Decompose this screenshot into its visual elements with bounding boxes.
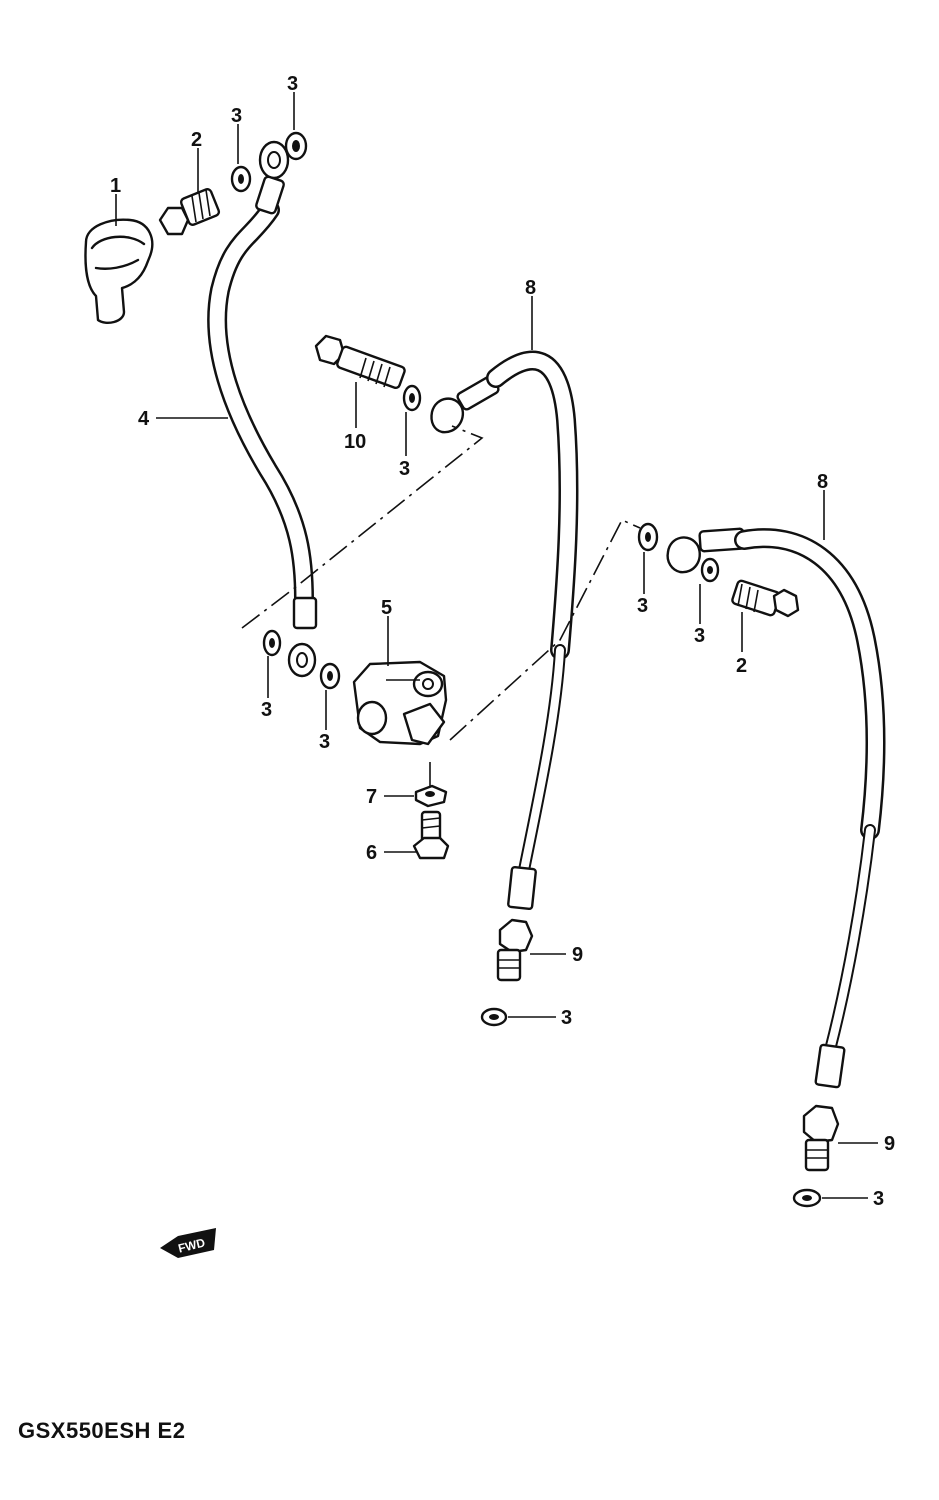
part-7-washer	[414, 784, 448, 808]
callout-3-joint-right: 3	[319, 731, 330, 753]
callout-2-top: 2	[191, 129, 202, 151]
callout-7: 7	[366, 786, 377, 808]
callout-8-right: 8	[817, 471, 828, 493]
callout-10: 10	[344, 431, 366, 453]
callout-3-lower-right: 3	[873, 1188, 884, 1210]
callout-3-top-right: 3	[287, 73, 298, 95]
callout-3-top-left: 3	[231, 105, 242, 127]
part-6-bolt	[412, 810, 450, 860]
region-code: E2	[157, 1418, 186, 1443]
part-2-union-bolt-right	[731, 579, 800, 618]
part-8-brake-hose-right	[666, 527, 886, 1089]
callout-labels: 1 2 3 3 4 10 3 8 8 3 3 2 5 3 3 7 6 9 3 9…	[110, 73, 895, 1210]
part-9-fitting-left	[496, 918, 534, 982]
fwd-badge-text: FWD	[177, 1235, 207, 1255]
callout-3-right-b: 3	[694, 625, 705, 647]
callout-3-lower-left: 3	[561, 1007, 572, 1029]
callout-5: 5	[381, 597, 392, 619]
callout-3-mid: 3	[399, 458, 410, 480]
part-2-union-bolt-top	[158, 188, 221, 236]
callout-9-right: 9	[884, 1133, 895, 1155]
callout-2-right: 2	[736, 655, 747, 677]
callout-3-joint-left: 3	[261, 699, 272, 721]
callout-9-left: 9	[572, 944, 583, 966]
assembly-centerlines	[241, 425, 641, 741]
callout-4: 4	[138, 408, 150, 430]
part-10-bolt	[314, 334, 406, 390]
callout-1: 1	[110, 175, 121, 197]
part-1-cap	[84, 218, 154, 324]
forward-direction-badge: FWD	[160, 1228, 216, 1258]
part-8-brake-hose-left	[430, 350, 579, 911]
part-9-fitting-right	[802, 1104, 840, 1172]
callout-8-left: 8	[525, 277, 536, 299]
model-code-label: GSX550ESH E2	[18, 1418, 185, 1444]
part-4-brake-hose-upper	[207, 140, 318, 678]
part-5-three-way-joint	[352, 660, 448, 746]
callout-3-right-a: 3	[637, 595, 648, 617]
leader-lines	[115, 92, 878, 1199]
model-code: GSX550ESH	[18, 1418, 151, 1443]
callout-6: 6	[366, 842, 377, 864]
